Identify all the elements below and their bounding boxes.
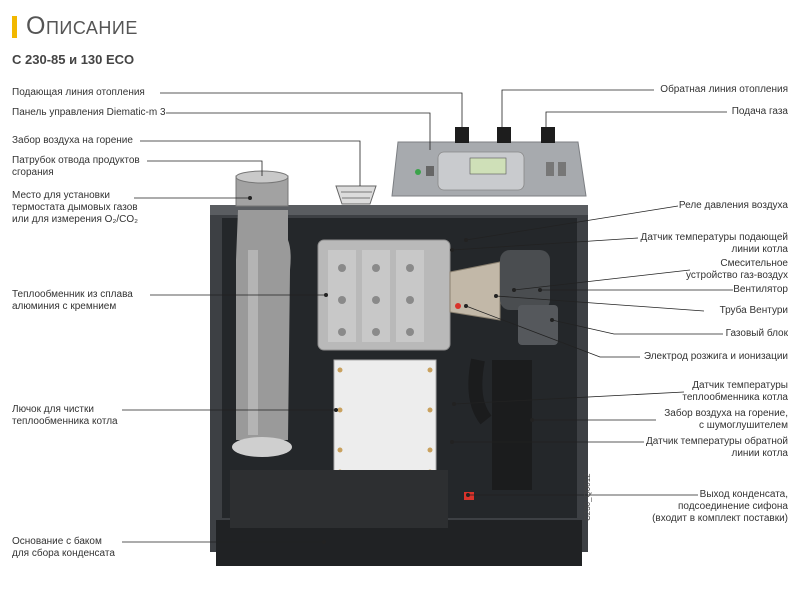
air-intake-grille [335,185,377,205]
label-flow-temp-sensor: Датчик температуры подающей линии котла [640,232,788,255]
control-display [469,157,507,175]
control-knob-right [558,162,566,176]
fan-body [500,250,550,310]
flue-pipe [236,210,291,440]
label-gas-air-mixer: Смесительное устройство газ-воздух [686,258,788,281]
return-connector [497,127,511,143]
label-gas-block: Газовый блок [725,328,788,339]
gas-valve-block [518,305,558,345]
label-control-panel: Панель управления Diematic-m 3 [12,107,166,118]
venturi-cone [449,261,501,321]
control-led [415,169,421,175]
label-heat-exchanger: Теплообменник из сплава алюминия с кремн… [12,289,133,312]
label-return-temp-sensor: Датчик температуры обратной линии котла [646,436,788,459]
label-hx-temp-sensor: Датчик температуры теплообменника котла [682,380,788,403]
label-flue-outlet: Патрубок отвода продуктов сгорания [12,155,140,178]
leader-lines-right [451,89,733,496]
title-accent-bar [12,16,17,38]
label-flow-line: Подающая линия отопления [12,87,145,98]
gas-connector [541,127,555,143]
label-return-line: Обратная линия отопления [660,84,788,95]
label-condensate-outlet: Выход конденсата, подсоединение сифона (… [652,489,788,524]
flue-pipe-highlight [248,250,258,435]
label-cleaning-hatch: Лючок для чистки теплообменника котла [12,404,118,427]
label-air-pressure-relay: Реле давления воздуха [678,200,788,211]
silencer-hose [492,360,532,490]
label-fan: Вентилятор [733,284,788,295]
label-condensate-base: Основание с баком для сбора конденсата [12,536,115,559]
label-air-intake: Забор воздуха на горение [12,135,133,146]
condensate-tray [230,470,448,528]
flow-connector [455,127,469,143]
label-ignition-electrode: Электрод розжига и ионизации [643,351,788,362]
control-knob-left [546,162,554,176]
figure-code: C230_Q0012 [583,473,592,521]
flue-elbow [232,437,292,457]
cleaning-hatch [333,359,437,479]
casing-top-panel [210,205,588,215]
label-venturi-tube: Труба Вентури [719,305,788,316]
ignition-electrode [455,303,461,309]
label-thermostat-location: Место для установки термостата дымовых г… [12,190,139,225]
leader-lines-left [122,92,463,543]
label-gas-supply: Подача газа [731,106,788,117]
model-subtitle: C 230-85 и 130 ECO [12,52,135,67]
page-title: Описание [26,12,138,40]
control-switch [426,166,434,176]
label-silencer-air-intake: Забор воздуха на горение, с шумоглушител… [664,408,788,431]
